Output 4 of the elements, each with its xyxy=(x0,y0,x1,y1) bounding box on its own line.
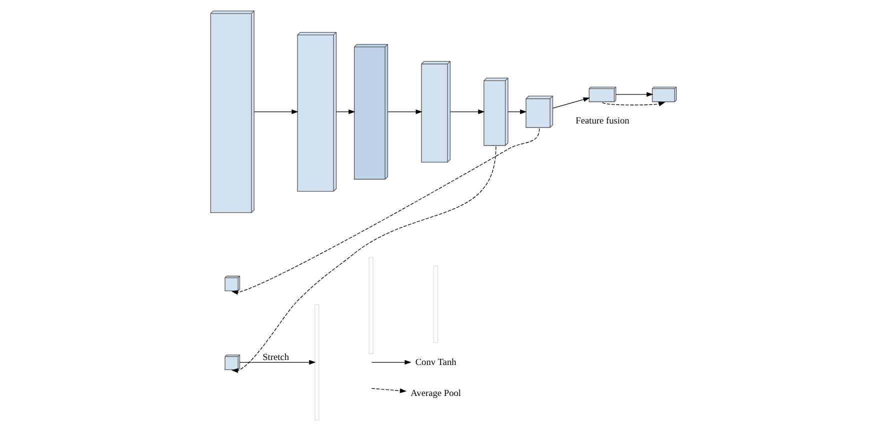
legend-label: Conv Tanh xyxy=(414,358,456,368)
edge-label: Stretch xyxy=(262,352,289,363)
label: Feature fusion xyxy=(575,116,629,127)
legend-label: Average Pool xyxy=(410,389,461,400)
